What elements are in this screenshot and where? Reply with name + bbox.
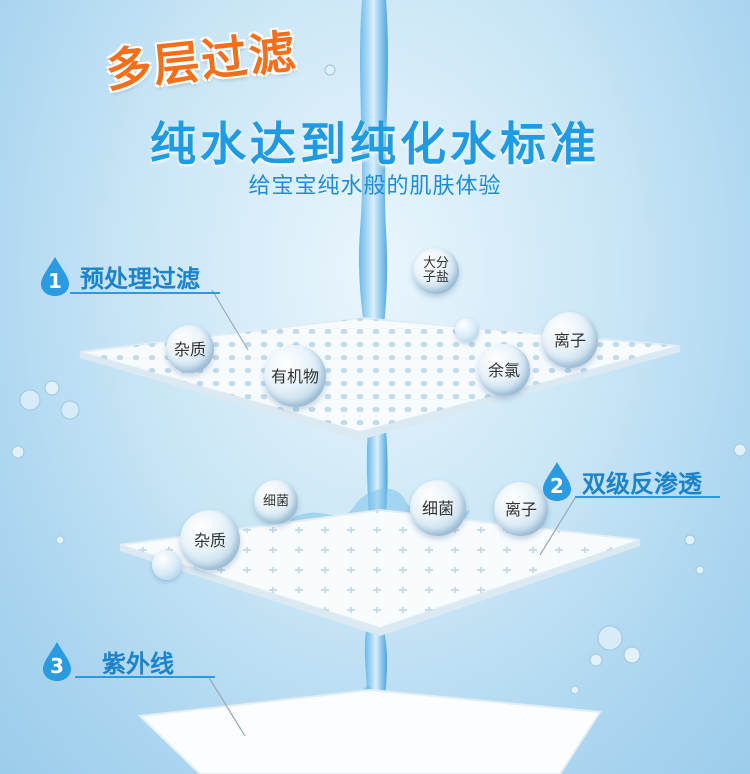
bubble-label: 有机物 bbox=[270, 366, 319, 386]
step-2: 2 双级反渗透 bbox=[540, 460, 702, 502]
page-subtitle: 给宝宝纯水般的肌肤体验 bbox=[248, 174, 502, 199]
bubble-label: 大分子盐 bbox=[422, 256, 449, 285]
bubble-large-molecule-salt: 大分子盐 bbox=[413, 248, 459, 294]
bubble-organic: 有机物 bbox=[264, 345, 326, 407]
bubble-label: 杂质 bbox=[173, 339, 206, 359]
water-drop-icon: 1 bbox=[38, 255, 72, 297]
step-number: 1 bbox=[48, 269, 62, 293]
page-title: 纯水达到纯化水标准 bbox=[150, 117, 600, 171]
step-3: 3 紫外线 bbox=[40, 640, 174, 682]
bubble-label: 细菌 bbox=[421, 498, 454, 518]
step-label: 双级反渗透 bbox=[582, 469, 702, 498]
bubble-impurity: 杂质 bbox=[180, 510, 240, 570]
bubble-label: 细菌 bbox=[262, 494, 289, 509]
step-1-underline bbox=[70, 292, 220, 294]
bubble-label: 余氯 bbox=[487, 360, 520, 380]
bubble-bacteria: 细菌 bbox=[410, 480, 466, 536]
bubble-label: 离子 bbox=[504, 499, 537, 519]
step-label: 紫外线 bbox=[102, 649, 174, 678]
filter-layer-1 bbox=[79, 316, 681, 440]
step-2-underline bbox=[575, 496, 720, 498]
bubble-bacteria: 细菌 bbox=[254, 480, 298, 524]
step-1: 1 预处理过滤 bbox=[38, 255, 200, 297]
bubble-impurity: 杂质 bbox=[166, 325, 214, 373]
bubble-residual-chlorine: 余氯 bbox=[478, 344, 530, 396]
step-number: 2 bbox=[550, 474, 564, 498]
plain-bubble bbox=[455, 318, 479, 342]
filter-layer-3 bbox=[137, 688, 602, 774]
bubble-label: 离子 bbox=[553, 330, 586, 350]
water-drop-icon: 3 bbox=[40, 640, 74, 682]
bubble-ion: 离子 bbox=[542, 312, 598, 368]
bubble-ion: 离子 bbox=[494, 482, 548, 536]
step-label: 预处理过滤 bbox=[80, 264, 200, 293]
step-number: 3 bbox=[50, 654, 64, 678]
bubble-label: 杂质 bbox=[193, 530, 226, 550]
step-3-underline bbox=[75, 676, 215, 678]
filter-layer-2 bbox=[119, 508, 641, 636]
plain-bubble bbox=[152, 550, 182, 580]
water-drop-icon: 2 bbox=[540, 460, 574, 502]
